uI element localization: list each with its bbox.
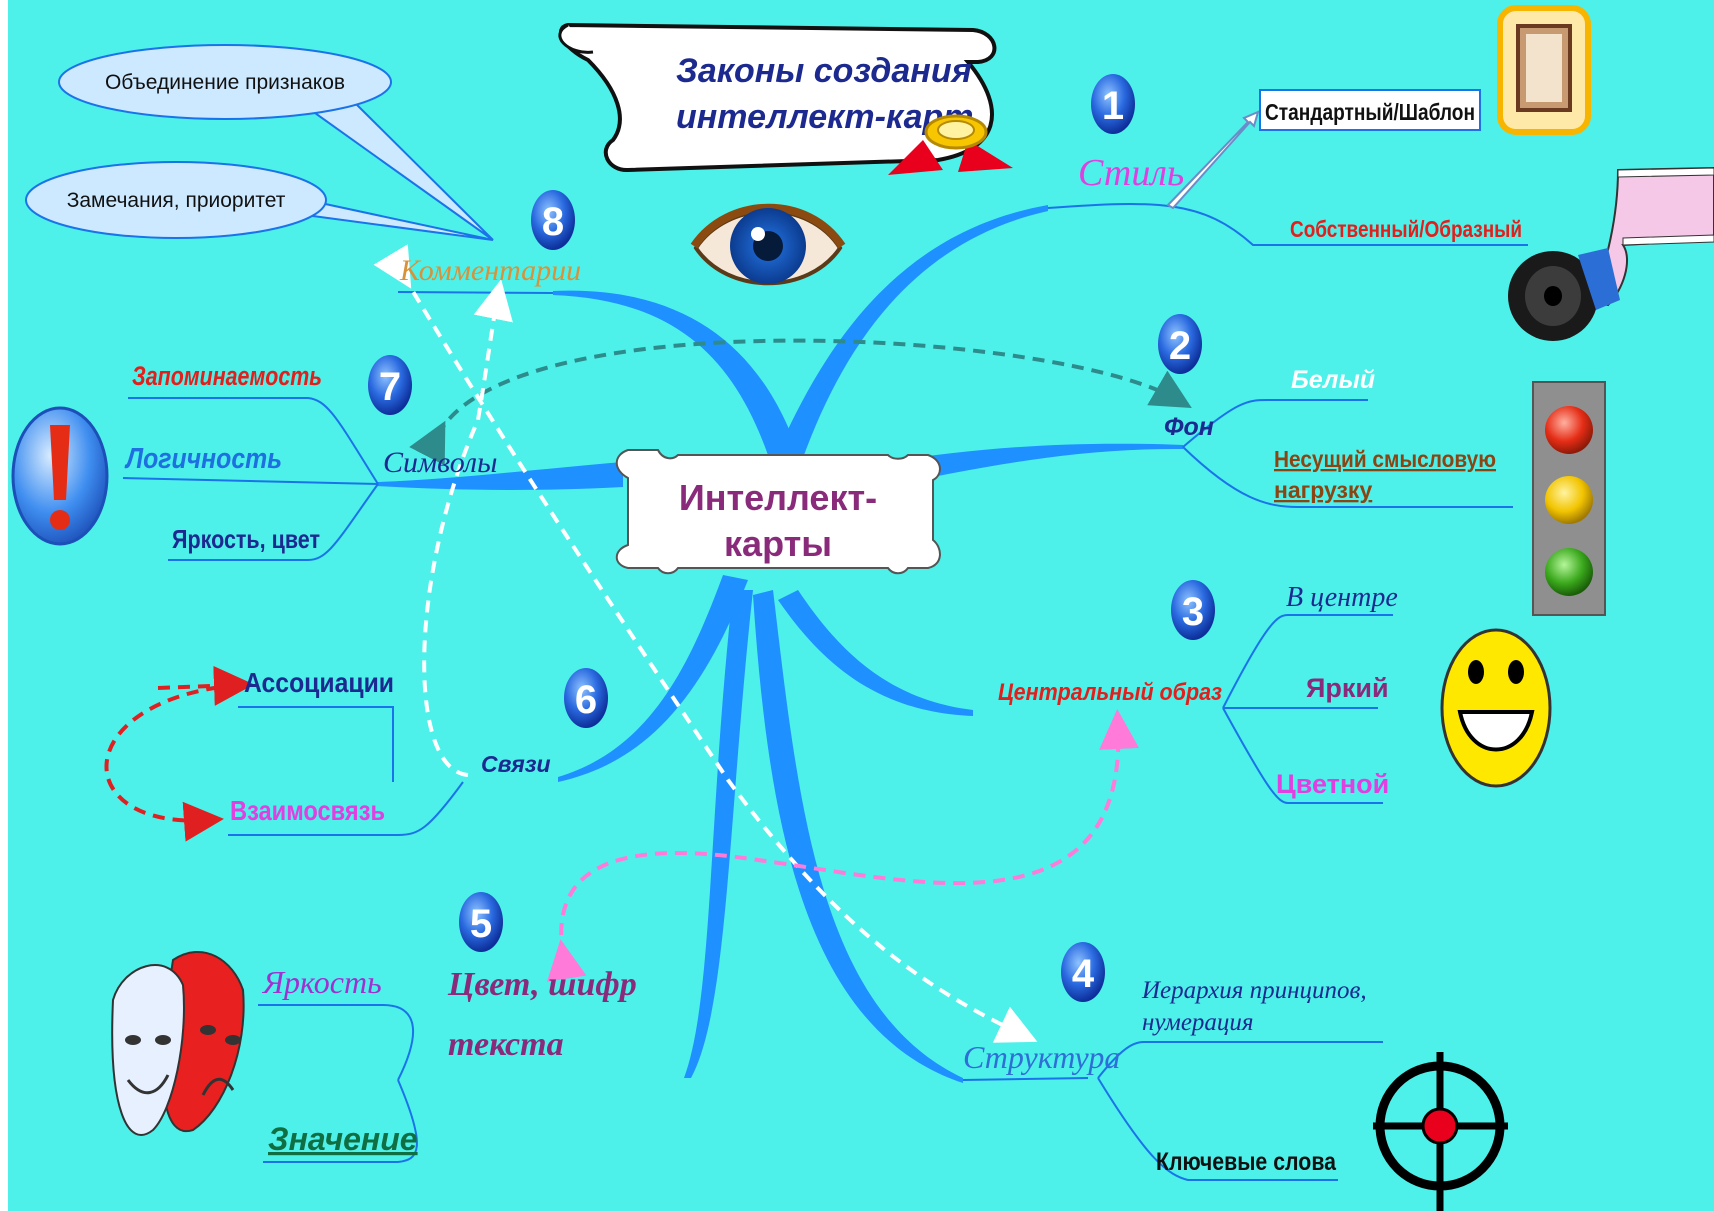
branch-text-color-line-1: Цвет, шифр — [447, 966, 637, 1003]
background-item-white: Белый — [1291, 366, 1375, 394]
background-item-meaning-2: нагрузку — [1274, 477, 1372, 503]
rosette-icon — [888, 114, 1013, 175]
branch-text-color-line-2: текста — [448, 1026, 564, 1063]
branch-background-label: Фон — [1164, 413, 1214, 441]
links-item-associations: Ассоциации — [244, 667, 394, 698]
frame-icon — [1497, 5, 1591, 135]
badge-8: 8 — [531, 190, 575, 250]
svg-text:5: 5 — [470, 902, 492, 946]
svg-text:8: 8 — [542, 200, 564, 244]
branch-central-image — [778, 590, 973, 716]
svg-text:7: 7 — [379, 365, 401, 409]
target-icon — [1373, 1052, 1508, 1211]
badge-1: 1 — [1091, 74, 1135, 134]
structure-item-keywords: Ключевые слова — [1156, 1148, 1337, 1176]
exclamation-icon — [11, 406, 109, 546]
connector-arrows — [104, 244, 1192, 1043]
background-item-meaning-1: Несущий смысловую — [1274, 446, 1496, 472]
callout-notes-text: Замечания, приоритет — [67, 189, 286, 212]
symbols-item-logic: Логичность — [124, 443, 282, 475]
structure-item-hierarchy-2: нумерация — [1142, 1009, 1254, 1036]
theater-masks-icon — [111, 950, 245, 1136]
callout-group: Объединение признаков Замечания, приорит… — [25, 44, 494, 241]
eye-icon — [690, 203, 846, 286]
branch-links-label: Связи — [481, 751, 551, 777]
central-node: Интеллект- карты — [615, 449, 941, 575]
title-line-2: интеллект-карт — [676, 98, 974, 136]
text-color-item-meaning: Значение — [268, 1121, 418, 1157]
badge-2: 2 — [1158, 314, 1202, 374]
style-template-box — [1259, 89, 1481, 131]
links-item-relation: Взаимосвязь — [230, 795, 385, 826]
number-badges: 1 2 3 4 5 6 7 8 — [368, 74, 1215, 1002]
callout-combining-text: Объединение признаков — [105, 71, 345, 94]
branch-comments — [553, 290, 803, 470]
branch-structure-label: Структура — [963, 1039, 1120, 1075]
callout-notes — [25, 161, 327, 239]
branch-comments-label: Комментарии — [399, 254, 581, 287]
symbols-item-memorable: Запоминаемость — [132, 361, 322, 391]
svg-text:3: 3 — [1182, 590, 1204, 634]
callout-combining — [58, 44, 392, 120]
style-arrow — [1166, 110, 1260, 210]
arrow-associations-links — [104, 683, 239, 842]
svg-text:1: 1 — [1102, 84, 1124, 128]
arrow-links-comments — [422, 279, 513, 777]
mind-map-canvas: Законы создания интеллект-карт Интеллект… — [8, 0, 1714, 1211]
film-roll-icon — [1508, 166, 1714, 341]
svg-text:6: 6 — [575, 678, 597, 722]
central-item-center: В центре — [1286, 582, 1398, 613]
center-line-2: карты — [724, 523, 832, 564]
arrow-color-central — [546, 709, 1140, 982]
arrow-symbols-background — [409, 338, 1192, 466]
central-item-colored: Цветной — [1276, 769, 1389, 799]
style-item-template: Стандартный/Шаблон — [1265, 99, 1475, 125]
badge-3: 3 — [1171, 580, 1215, 640]
mind-map-diagram: Законы создания интеллект-карт Интеллект… — [11, 5, 1714, 1211]
branch-central-image-label: Центральный образ — [998, 679, 1222, 706]
center-line-1: Интеллект- — [679, 477, 877, 518]
title-line-1: Законы создания — [676, 52, 972, 90]
svg-text:4: 4 — [1072, 952, 1095, 996]
smiley-icon — [1440, 628, 1552, 788]
scroll-banner: Законы создания интеллект-карт — [558, 22, 997, 173]
badge-4: 4 — [1061, 942, 1105, 1002]
text-color-item-brightness: Яркость — [261, 964, 382, 1000]
style-item-custom: Собственный/Образный — [1290, 216, 1522, 242]
structure-item-hierarchy-1: Иерархия принципов, — [1141, 977, 1367, 1004]
traffic-light-icon — [1532, 381, 1606, 616]
badge-5: 5 — [459, 892, 503, 952]
symbols-item-brightness: Яркость, цвет — [172, 524, 320, 554]
branch-symbols-label: Символы — [383, 446, 497, 479]
branch-style-label: Стиль — [1078, 152, 1184, 194]
badge-6: 6 — [564, 668, 608, 728]
badge-7: 7 — [368, 355, 412, 415]
svg-text:2: 2 — [1169, 324, 1191, 368]
main-branches — [376, 205, 1183, 1083]
arrow-to-associations — [157, 665, 254, 706]
central-item-bright: Яркий — [1306, 673, 1389, 703]
